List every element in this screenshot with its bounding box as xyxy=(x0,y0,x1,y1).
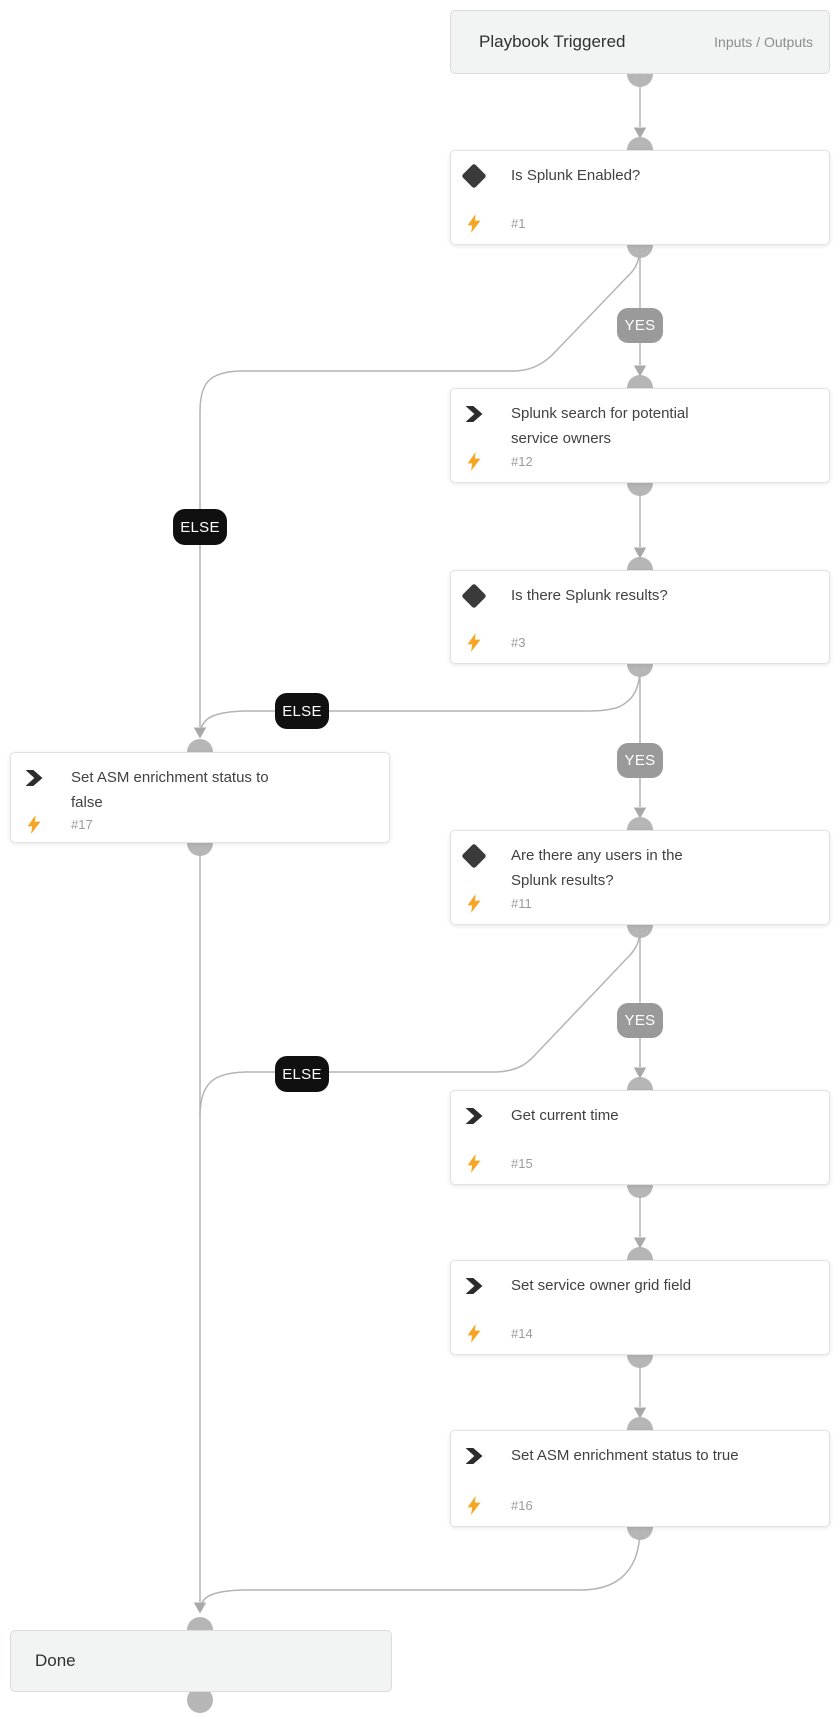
node-title: Are there any users in the Splunk result… xyxy=(511,847,683,889)
lightning-bolt-icon xyxy=(467,1324,481,1343)
node-title: Set ASM enrichment status to true xyxy=(511,1447,739,1464)
node-id: #11 xyxy=(511,896,532,911)
node-splunk-search-for-potential-service-owners[interactable]: Splunk search for potential service owne… xyxy=(450,388,830,483)
lightning-bolt-icon xyxy=(467,214,481,233)
node-get-current-time[interactable]: Get current time #15 xyxy=(450,1090,830,1185)
start-node-playbook-triggered[interactable]: Playbook Triggered Inputs / Outputs xyxy=(450,10,830,74)
end-node-done[interactable]: Done xyxy=(10,1630,392,1692)
lightning-bolt-icon xyxy=(27,815,41,834)
node-id: #1 xyxy=(511,216,526,231)
node-is-splunk-enabled[interactable]: Is Splunk Enabled? #1 xyxy=(450,150,830,245)
node-title: Set ASM enrichment status to false xyxy=(71,769,269,811)
branch-label-yes: YES xyxy=(617,743,663,778)
inputs-outputs-link[interactable]: Inputs / Outputs xyxy=(714,34,813,50)
action-chevron-icon xyxy=(465,1278,483,1294)
branch-label-else: ELSE xyxy=(275,1056,329,1092)
node-id: #14 xyxy=(511,1326,533,1341)
node-id: #3 xyxy=(511,635,526,650)
decision-diamond-icon xyxy=(461,843,487,869)
node-title: Splunk search for potential service owne… xyxy=(511,405,689,447)
node-id: #15 xyxy=(511,1156,533,1171)
decision-diamond-icon xyxy=(461,583,487,609)
node-title: Set service owner grid field xyxy=(511,1277,692,1294)
node-id: #17 xyxy=(71,817,93,832)
branch-label-yes: YES xyxy=(617,308,663,343)
node-set-asm-enrichment-status-to-true[interactable]: Set ASM enrichment status to true #16 xyxy=(450,1430,830,1527)
node-are-there-any-users-in-splunk-results[interactable]: Are there any users in the Splunk result… xyxy=(450,830,830,925)
node-title: Is there Splunk results? xyxy=(511,587,668,604)
start-node-title: Playbook Triggered xyxy=(479,32,626,51)
node-title: Get current time xyxy=(511,1107,619,1124)
branch-label-else: ELSE xyxy=(275,693,329,729)
lightning-bolt-icon xyxy=(467,633,481,652)
node-title: Is Splunk Enabled? xyxy=(511,167,641,184)
action-chevron-icon xyxy=(25,770,43,786)
node-set-asm-enrichment-status-to-false[interactable]: Set ASM enrichment status to false #17 xyxy=(10,752,390,843)
node-is-there-splunk-results[interactable]: Is there Splunk results? #3 xyxy=(450,570,830,664)
action-chevron-icon xyxy=(465,406,483,422)
lightning-bolt-icon xyxy=(467,452,481,471)
node-set-service-owner-grid-field[interactable]: Set service owner grid field #14 xyxy=(450,1260,830,1355)
lightning-bolt-icon xyxy=(467,1154,481,1173)
lightning-bolt-icon xyxy=(467,894,481,913)
lightning-bolt-icon xyxy=(467,1496,481,1515)
action-chevron-icon xyxy=(465,1448,483,1464)
node-id: #16 xyxy=(511,1498,533,1513)
branch-label-else: ELSE xyxy=(173,509,227,545)
branch-label-yes: YES xyxy=(617,1003,663,1038)
node-id: #12 xyxy=(511,454,533,469)
decision-diamond-icon xyxy=(461,163,487,189)
action-chevron-icon xyxy=(465,1108,483,1124)
end-node-title: Done xyxy=(35,1651,76,1670)
